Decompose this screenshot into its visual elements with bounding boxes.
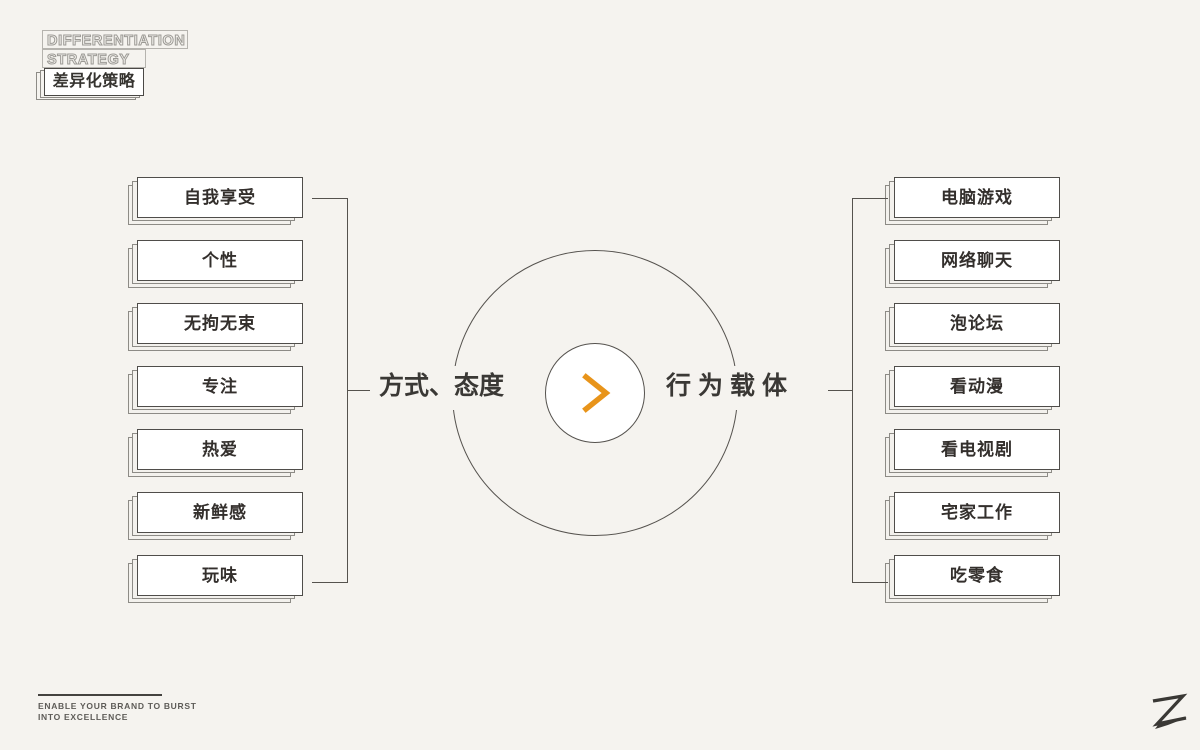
card-front: 电脑游戏	[894, 177, 1060, 218]
card-label: 看动漫	[950, 377, 1004, 396]
card-label: 热爱	[202, 440, 238, 459]
footer-tagline-line-1: ENABLE YOUR BRAND TO BURST	[38, 701, 197, 711]
footer-tagline-line-2: INTO EXCELLENCE	[38, 712, 129, 723]
brand-outline-text-1: DIFFERENTIATION	[46, 33, 186, 49]
card-front: 网络聊天	[894, 240, 1060, 281]
list-item[interactable]: 吃零食	[885, 555, 1060, 603]
card-front: 看动漫	[894, 366, 1060, 407]
card-front: 个性	[137, 240, 303, 281]
brand-outline-box-1	[42, 30, 188, 49]
bracket-center-stub	[347, 390, 372, 391]
bracket-bottom-stub	[852, 582, 888, 583]
card-front: 新鲜感	[137, 492, 303, 533]
footer-tagline: ENABLE YOUR BRAND TO BURST INTO EXCELLEN…	[38, 694, 248, 724]
center-label-left: 方式、态度	[379, 372, 505, 400]
card-label: 新鲜感	[193, 503, 247, 522]
footer-divider	[38, 694, 162, 696]
card-label: 专注	[202, 377, 238, 396]
card-label: 宅家工作	[941, 503, 1013, 522]
list-item[interactable]: 宅家工作	[885, 492, 1060, 540]
card-label: 无拘无束	[184, 314, 256, 333]
bracket-center-stub	[828, 390, 853, 391]
card-label: 看电视剧	[941, 440, 1013, 459]
list-item[interactable]: 专注	[128, 366, 303, 414]
list-item[interactable]: 无拘无束	[128, 303, 303, 351]
brand-mark: DIFFERENTIATION STRATEGY 差异化策略	[28, 26, 228, 106]
card-front: 专注	[137, 366, 303, 407]
left-bracket-connector	[312, 198, 372, 583]
bracket-top-stub	[852, 198, 888, 199]
card-front: 看电视剧	[894, 429, 1060, 470]
brand-outline-box-2	[42, 49, 146, 68]
list-item[interactable]: 热爱	[128, 429, 303, 477]
list-item[interactable]: 看电视剧	[885, 429, 1060, 477]
brand-cn-card: 差异化策略	[36, 68, 148, 100]
list-item[interactable]: 网络聊天	[885, 240, 1060, 288]
card-label: 网络聊天	[941, 251, 1013, 270]
inner-circle	[545, 343, 645, 443]
list-item[interactable]: 个性	[128, 240, 303, 288]
bracket-top-stub	[312, 198, 348, 199]
ring-mask-right	[660, 366, 825, 410]
card-label: 电脑游戏	[941, 188, 1013, 207]
card-label: 自我享受	[184, 188, 256, 207]
list-item[interactable]: 电脑游戏	[885, 177, 1060, 225]
bracket-bottom-stub	[312, 582, 348, 583]
left-card-column: 自我享受 个性 无拘无束 专注 热爱 新鲜感	[128, 177, 303, 618]
right-bracket-connector	[828, 198, 888, 583]
right-card-column: 电脑游戏 网络聊天 泡论坛 看动漫 看电视剧 宅家工作	[885, 177, 1060, 618]
brand-cn-title: 差异化策略	[52, 73, 136, 90]
card-front: 热爱	[137, 429, 303, 470]
brand-outline-text-2: STRATEGY	[47, 52, 130, 68]
card-label: 个性	[202, 251, 238, 270]
card-front: 宅家工作	[894, 492, 1060, 533]
list-item[interactable]: 泡论坛	[885, 303, 1060, 351]
list-item[interactable]: 玩味	[128, 555, 303, 603]
card-label: 泡论坛	[950, 314, 1004, 333]
ring-mask-left	[370, 366, 530, 410]
list-item[interactable]: 自我享受	[128, 177, 303, 225]
list-item[interactable]: 看动漫	[885, 366, 1060, 414]
list-item[interactable]: 新鲜感	[128, 492, 303, 540]
card-front: 吃零食	[894, 555, 1060, 596]
card-label: 玩味	[202, 566, 238, 585]
center-label-right: 行为载体	[666, 372, 795, 400]
card-front: 无拘无束	[137, 303, 303, 344]
card-label: 吃零食	[950, 566, 1004, 585]
card-front: 泡论坛	[894, 303, 1060, 344]
z-brush-logo-icon	[1152, 693, 1188, 729]
brand-cn-card-front: 差异化策略	[44, 68, 144, 96]
card-front: 玩味	[137, 555, 303, 596]
card-front: 自我享受	[137, 177, 303, 218]
chevron-right-icon	[582, 373, 611, 413]
